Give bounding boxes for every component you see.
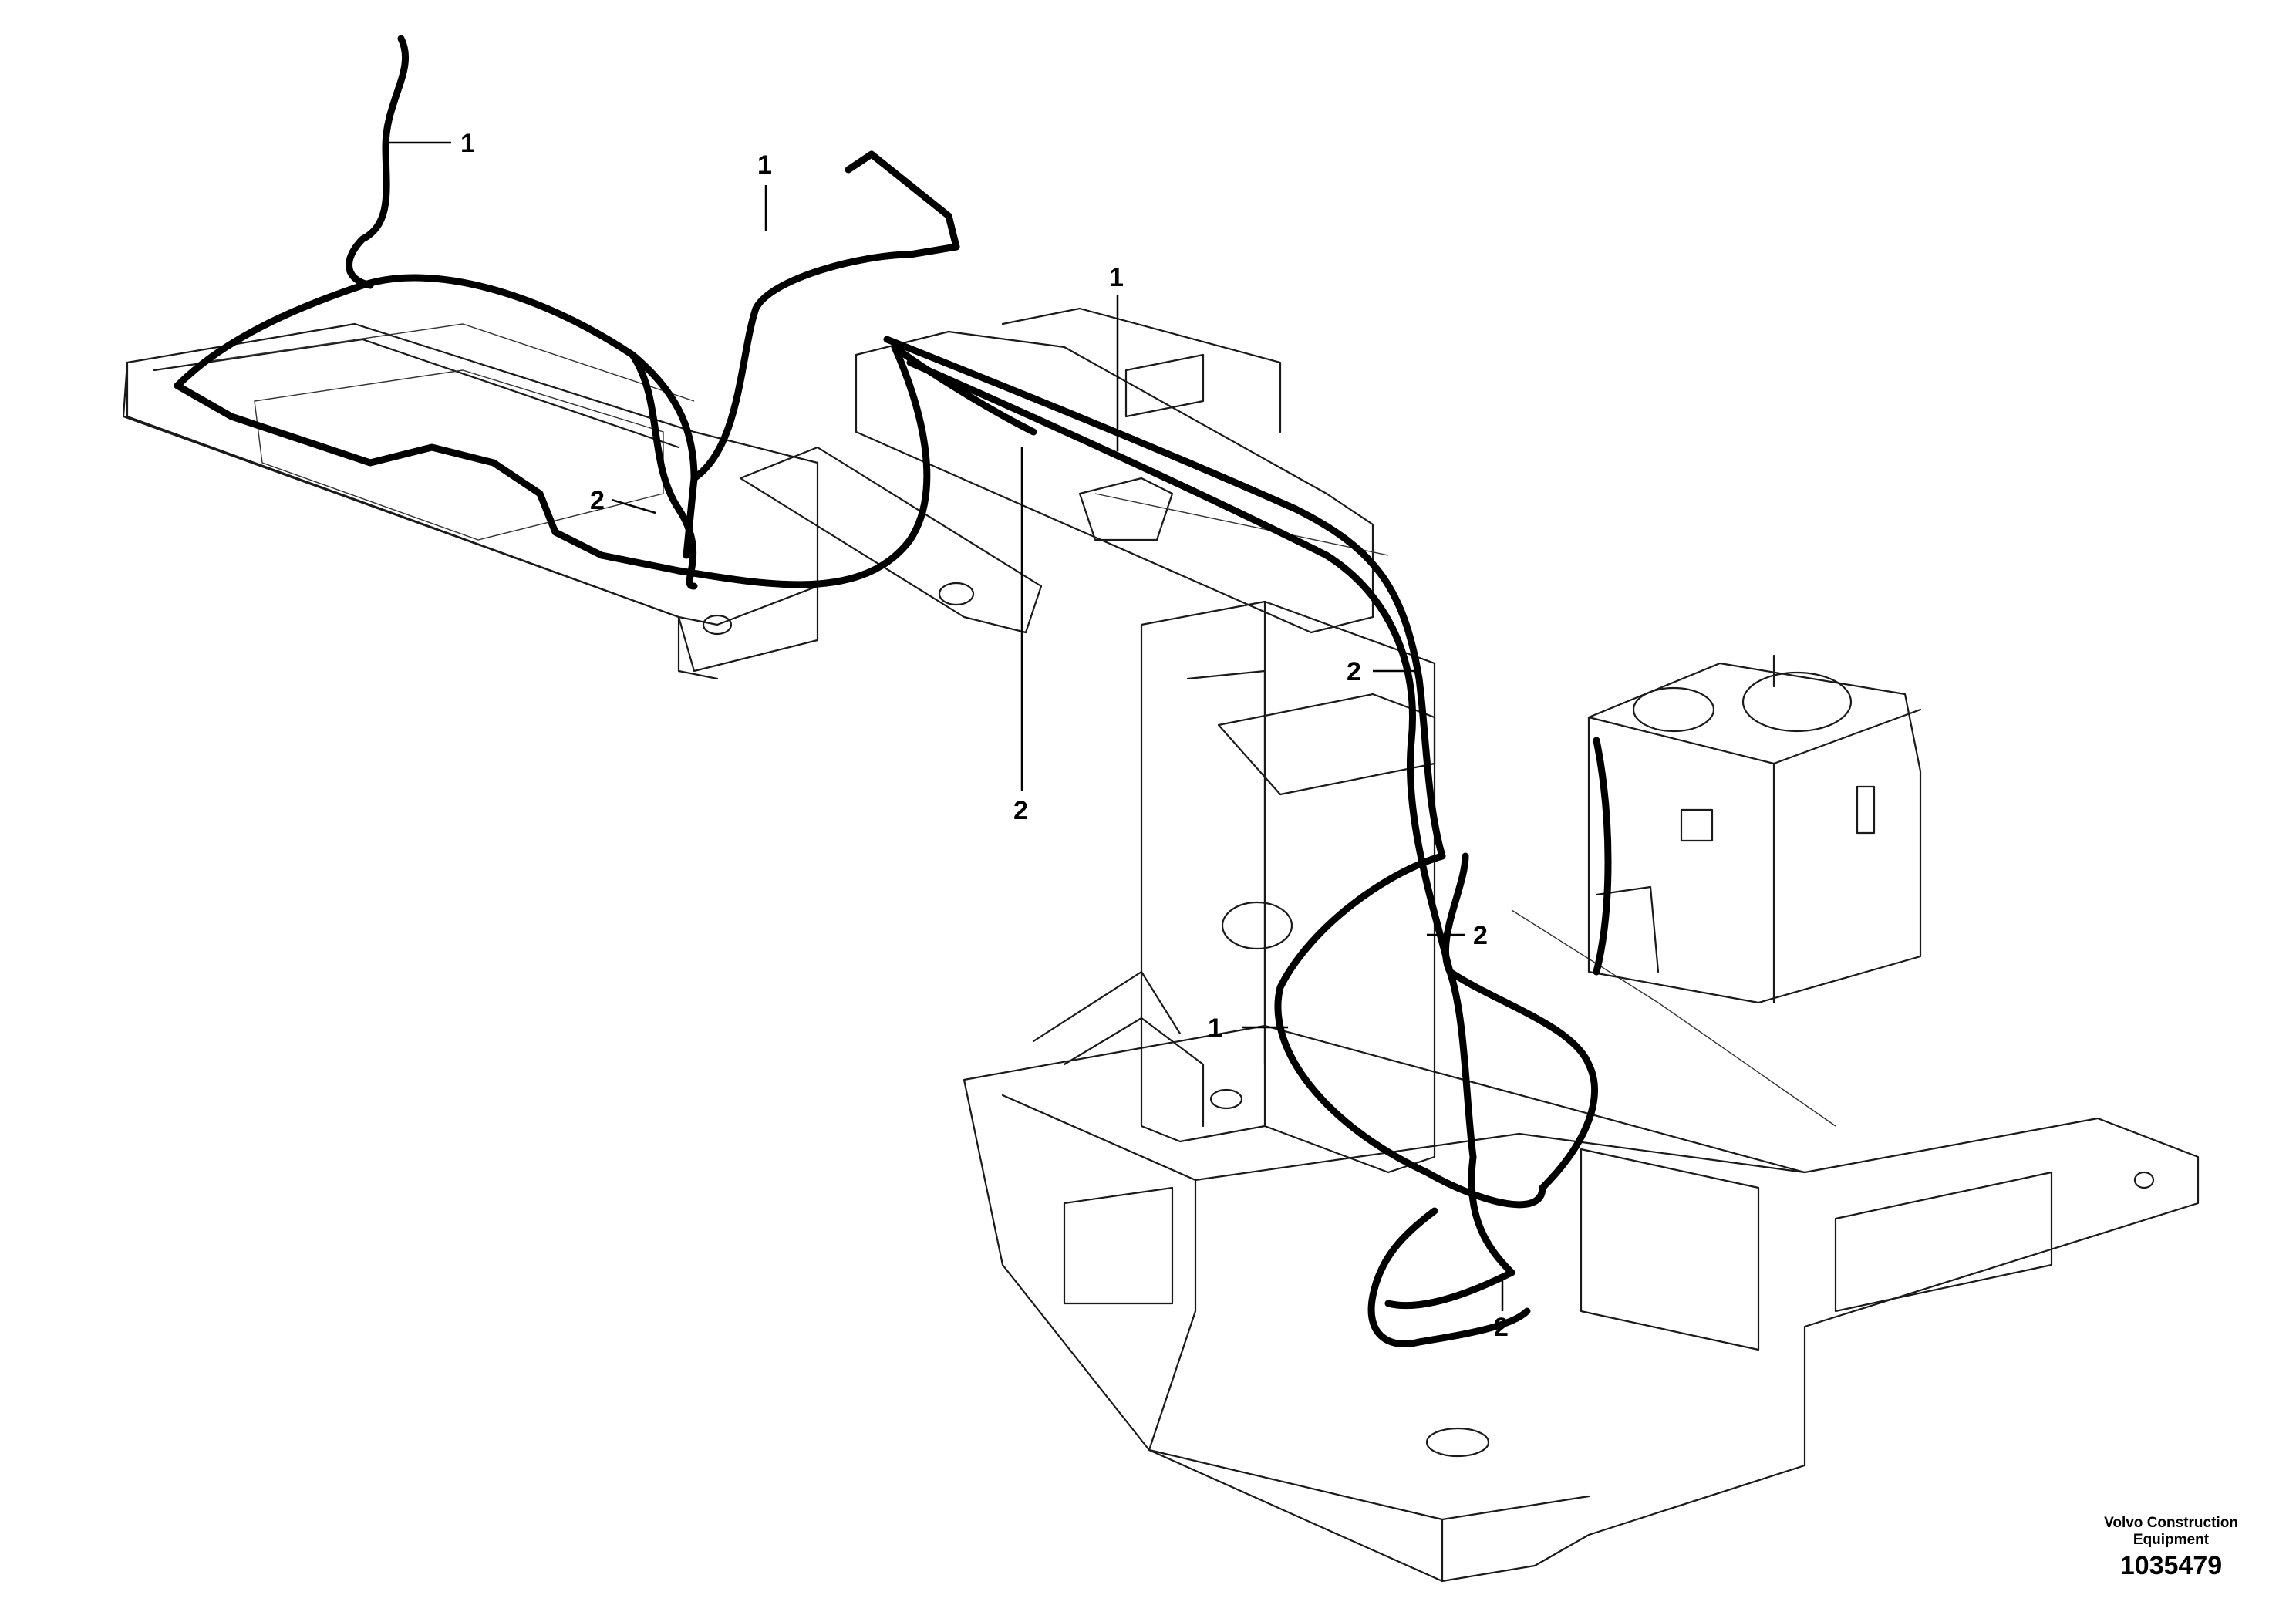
callout-1-d: 1 <box>1208 1013 1288 1043</box>
svg-text:1: 1 <box>1208 1013 1222 1043</box>
boom-assembly <box>739 307 1389 634</box>
svg-text:1: 1 <box>1109 263 1124 292</box>
callout-2-c: 2 <box>1347 657 1419 686</box>
svg-text:2: 2 <box>1494 1313 1509 1342</box>
callout-1-a: 1 <box>389 129 475 158</box>
callout-2-b: 2 <box>1013 447 1028 825</box>
svg-text:2: 2 <box>590 486 605 515</box>
svg-text:2: 2 <box>1347 657 1361 686</box>
rear-frame <box>963 909 2200 1583</box>
drawing-number: 1035479 <box>2119 1551 2223 1580</box>
svg-text:2: 2 <box>1013 796 1028 825</box>
drawing-credit: Volvo Construction Equipment 1035479 <box>2052 1515 2291 1583</box>
company-name-line1: Volvo Construction <box>2104 1515 2238 1531</box>
tower <box>1032 600 1436 1174</box>
svg-text:1: 1 <box>757 150 772 180</box>
callout-group: 1 1 1 1 2 2 2 2 <box>389 129 1509 1342</box>
front-frame <box>122 322 819 680</box>
wiring-harness-2 <box>675 343 1515 1310</box>
company-name-line2: Equipment <box>2132 1532 2210 1548</box>
callout-1-c: 1 <box>1109 263 1124 451</box>
callout-2-d: 2 <box>1427 921 1488 950</box>
callout-2-e: 2 <box>1494 1280 1509 1342</box>
svg-text:2: 2 <box>1473 921 1488 950</box>
callout-1-b: 1 <box>757 150 772 231</box>
hydraulic-tank <box>1587 654 1922 1004</box>
svg-text:1: 1 <box>460 129 475 158</box>
wiring-harness-1 <box>174 35 960 590</box>
callout-2-a: 2 <box>590 486 656 515</box>
wiring-harness-1-rear <box>883 336 1612 1347</box>
